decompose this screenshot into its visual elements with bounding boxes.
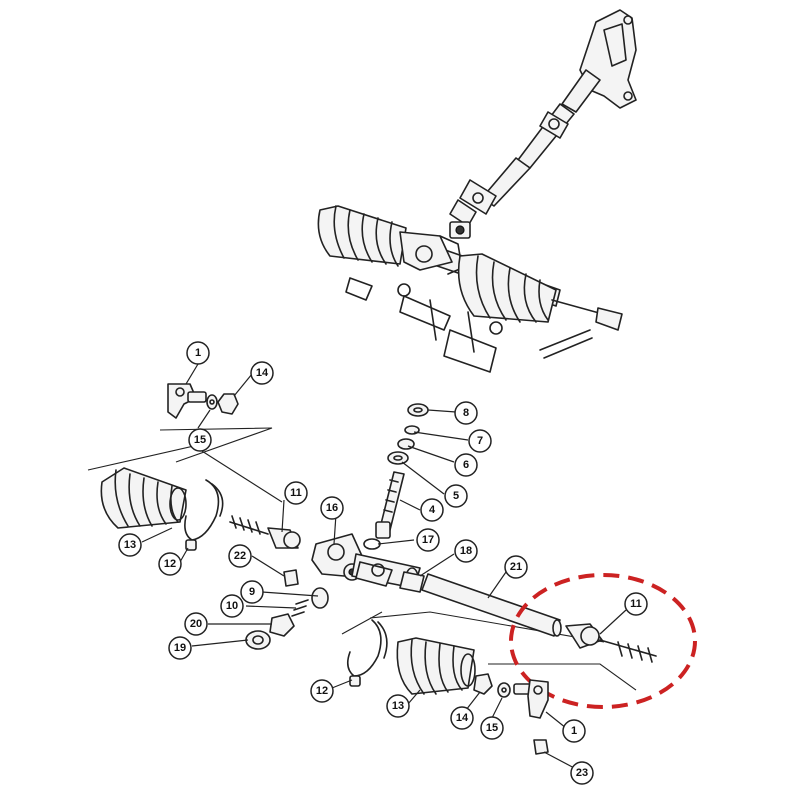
svg-text:9: 9 (249, 586, 255, 598)
callout-19: 19 (168, 636, 192, 660)
svg-text:15: 15 (194, 434, 206, 446)
callout-12-upper: 12 (158, 552, 182, 576)
svg-text:13: 13 (392, 700, 404, 712)
rack-bushing (399, 571, 425, 593)
callout-20: 20 (184, 612, 208, 636)
svg-text:19: 19 (174, 642, 186, 654)
svg-text:11: 11 (290, 487, 302, 499)
rack-bar (421, 573, 562, 637)
svg-text:14: 14 (256, 367, 269, 379)
yoke-spring (291, 599, 309, 617)
callout-15-upper: 15 (188, 428, 212, 452)
boot-upper (100, 467, 187, 529)
pinion-shaft (375, 471, 405, 539)
boot-lower (396, 637, 476, 695)
callout-4: 4 (420, 498, 444, 522)
seal-stack (387, 403, 429, 465)
adjuster-plug (269, 613, 295, 637)
top-left-boot (317, 205, 407, 267)
svg-text:7: 7 (477, 435, 483, 447)
svg-text:10: 10 (226, 600, 238, 612)
svg-text:22: 22 (234, 550, 246, 562)
callout-18: 18 (454, 539, 478, 563)
callout-6: 6 (454, 453, 478, 477)
callout-14-upper: 14 (250, 361, 274, 385)
callout-13-lower: 13 (386, 694, 410, 718)
svg-text:21: 21 (510, 561, 522, 573)
rack-yoke (311, 587, 329, 609)
svg-text:5: 5 (453, 490, 459, 502)
outer-tie-rod-end-upper (167, 383, 207, 419)
callout-1-upper: 1 (186, 341, 210, 365)
outer-tie-rod-end-lower (513, 679, 549, 719)
svg-text:6: 6 (463, 459, 469, 471)
callout-23: 23 (570, 761, 594, 785)
callout-11-upper: 11 (284, 481, 308, 505)
inner-tie-rod-lower (565, 623, 657, 663)
svg-text:20: 20 (190, 618, 202, 630)
callout-9: 9 (240, 580, 264, 604)
svg-text:1: 1 (571, 725, 577, 737)
callout-21: 21 (504, 555, 528, 579)
o-ring (363, 538, 381, 550)
svg-text:23: 23 (576, 767, 588, 779)
svg-text:13: 13 (124, 539, 136, 551)
leader-lines (141, 363, 627, 771)
nut-washer-upper (206, 393, 239, 415)
callout-1-lower: 1 (562, 719, 586, 743)
callout-13-upper: 13 (118, 533, 142, 557)
assembled-steering-rack (317, 9, 637, 373)
highlight-ring (509, 573, 697, 709)
callout-12-lower: 12 (310, 679, 334, 703)
svg-text:17: 17 (422, 534, 434, 546)
top-right-boot (457, 253, 557, 323)
svg-text:4: 4 (429, 504, 436, 516)
svg-text:15: 15 (486, 722, 498, 734)
callout-14-lower: 14 (450, 706, 474, 730)
svg-text:12: 12 (164, 558, 176, 570)
callout-7: 7 (468, 429, 492, 453)
callout-17: 17 (416, 528, 440, 552)
svg-text:11: 11 (630, 598, 642, 610)
inner-tie-rod-upper (229, 515, 301, 549)
callout-8: 8 (454, 401, 478, 425)
callout-5: 5 (444, 484, 468, 508)
lock-nut (245, 630, 271, 650)
nut-washer-lower (473, 673, 511, 698)
svg-text:18: 18 (460, 545, 472, 557)
adjuster-screw (283, 569, 299, 587)
bolt (533, 739, 549, 755)
callout-15-lower: 15 (480, 716, 504, 740)
callout-22: 22 (228, 544, 252, 568)
clamp-upper (184, 479, 224, 551)
callout-10: 10 (220, 594, 244, 618)
clamp-lower (346, 619, 388, 687)
svg-text:1: 1 (195, 347, 201, 359)
svg-text:14: 14 (456, 712, 469, 724)
callout-16: 16 (320, 496, 344, 520)
svg-text:12: 12 (316, 685, 328, 697)
svg-text:16: 16 (326, 502, 338, 514)
svg-text:8: 8 (463, 407, 469, 419)
callout-11-lower: 11 (624, 592, 648, 616)
